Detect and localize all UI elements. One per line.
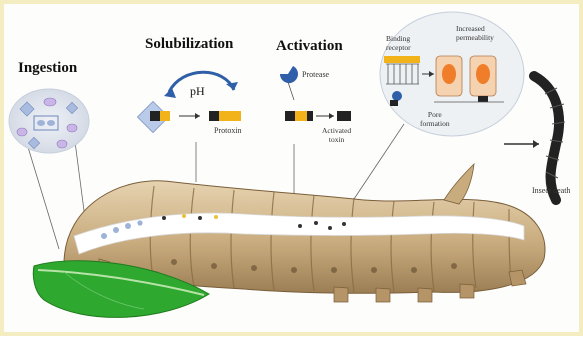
protease-label: Protease — [302, 70, 329, 79]
pore-bubble — [380, 12, 524, 136]
activated-toxin-label: Activated toxin — [322, 126, 351, 144]
increased-permeability-label: Increased permeability — [456, 24, 494, 42]
pore-formation-label: Pore formation — [420, 110, 450, 128]
solubilization-graphic — [137, 72, 241, 132]
ph-label: pH — [190, 84, 205, 99]
binding-receptor-label: Binding receptor — [386, 34, 411, 52]
activation-label: Activation — [276, 38, 343, 55]
protoxin-label: Protoxin — [214, 126, 242, 135]
ingestion-label: Ingestion — [18, 60, 77, 77]
insect-death-label: Insect death — [532, 186, 570, 195]
larva-horn — [444, 164, 474, 204]
solubilization-label: Solubilization — [145, 36, 233, 53]
ingestion-bubble — [9, 89, 89, 153]
